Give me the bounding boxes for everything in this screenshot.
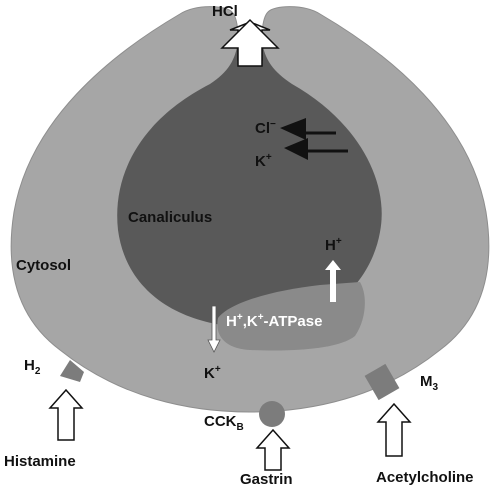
h-ion-label: H+ [325, 236, 342, 254]
h2-label: H2 [24, 357, 41, 377]
cckb-receptor [259, 401, 285, 427]
cl-arrow-head [280, 118, 306, 140]
k-bottom-label: K+ [204, 364, 221, 382]
h-up-arrow [325, 260, 341, 302]
cl-label: Cl− [255, 119, 276, 137]
m3-label: M3 [420, 373, 439, 393]
k-arrow-head [284, 138, 308, 160]
histamine-label: Histamine [4, 453, 76, 470]
m3-receptor [364, 363, 400, 401]
acetylcholine-label: Acetylcholine [376, 469, 474, 486]
canaliculus-label: Canaliculus [128, 209, 212, 226]
canaliculus [117, 40, 382, 326]
atpase-label: H+,K+-ATPase [226, 312, 322, 330]
atpase-pump [217, 282, 365, 351]
acetylcholine-arrow [376, 402, 412, 457]
k-down-arrow [207, 305, 221, 353]
h2-receptor [60, 360, 84, 382]
histamine-arrow [48, 388, 84, 441]
gastrin-label: Gastrin [240, 471, 293, 486]
gastrin-arrow [255, 428, 291, 471]
hcl-arrow-head [220, 18, 280, 67]
hcl-label: HCl [212, 3, 238, 20]
cytosol-label: Cytosol [16, 257, 71, 274]
k-top-label: K+ [255, 152, 272, 170]
cckb-label: CCKB [204, 413, 244, 433]
